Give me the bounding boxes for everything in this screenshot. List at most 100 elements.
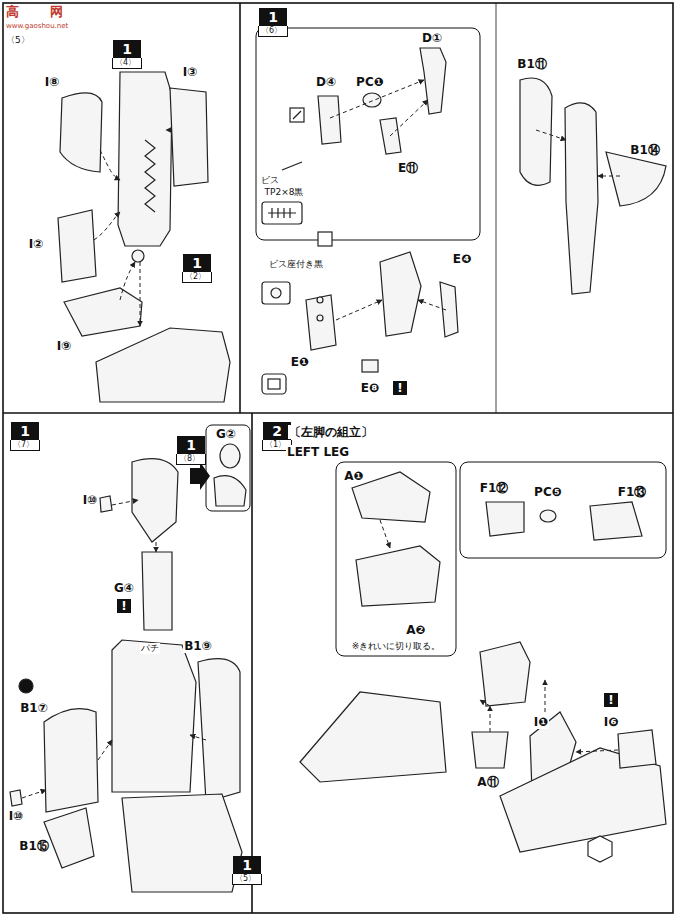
sub-step-number: 〈7〉 xyxy=(10,440,40,451)
part-outline xyxy=(545,680,546,712)
part-outline xyxy=(472,732,508,768)
sub-step-number: 〈8〉 xyxy=(176,454,206,465)
part-number: I③ xyxy=(182,65,199,79)
note-text: ※きれいに切り取る。 xyxy=(351,641,442,652)
part-outline xyxy=(122,794,242,892)
step-number: 1 xyxy=(113,40,141,58)
part-number: I⑩ xyxy=(82,493,99,507)
part-outline xyxy=(94,212,120,240)
part-outline xyxy=(239,3,241,413)
part-outline xyxy=(306,295,336,350)
part-outline xyxy=(520,78,552,185)
part-number: B1⑭ xyxy=(629,143,661,157)
part-outline xyxy=(142,552,172,630)
part-outline xyxy=(380,520,390,548)
step-badge: 1〈4〉 xyxy=(112,40,142,69)
part-outline xyxy=(170,88,208,186)
part-outline xyxy=(418,300,446,310)
part-outline xyxy=(3,412,673,414)
part-outline xyxy=(206,425,250,511)
part-outline xyxy=(256,28,480,240)
part-outline xyxy=(390,100,428,136)
part-outline xyxy=(496,3,497,413)
part-outline xyxy=(486,502,524,536)
part-number: D① xyxy=(421,31,443,45)
part-outline xyxy=(166,130,172,131)
part-number: B1⑮ xyxy=(18,839,50,853)
guide-arrows xyxy=(22,80,620,798)
step-badge: 1〈6〉 xyxy=(258,8,288,37)
part-drawings xyxy=(10,48,666,892)
part-outline xyxy=(356,546,440,606)
part-outline xyxy=(19,679,33,693)
part-outline xyxy=(22,790,46,798)
step-number: 1 xyxy=(259,8,287,26)
note-text: パチ xyxy=(140,643,160,654)
part-outline xyxy=(10,790,22,806)
part-number: PC❶ xyxy=(355,75,385,89)
part-outline xyxy=(190,735,206,740)
part-outline xyxy=(490,706,491,732)
step-number: 1 xyxy=(177,436,205,454)
caution-mark: ! xyxy=(393,381,407,395)
part-outline xyxy=(362,360,378,372)
part-outline xyxy=(606,152,666,206)
part-outline xyxy=(156,542,157,552)
part-outline xyxy=(420,48,446,114)
part-number: B1⑦ xyxy=(19,701,49,715)
part-number: A❷ xyxy=(405,623,426,637)
part-outline xyxy=(590,502,642,540)
part-outline xyxy=(198,659,240,802)
part-outline xyxy=(480,642,530,706)
part-outline xyxy=(480,700,490,706)
part-number: I⑩ xyxy=(8,809,25,823)
part-outline xyxy=(145,140,155,212)
part-number: G④ xyxy=(113,581,135,595)
caution-mark: ! xyxy=(604,693,618,707)
part-number: E❽ xyxy=(360,381,380,395)
part-number: D④ xyxy=(315,75,337,89)
part-number: I❻ xyxy=(603,715,620,729)
part-outline xyxy=(336,462,456,656)
part-outline xyxy=(317,315,323,321)
step-badge: 1〈7〉 xyxy=(10,422,40,451)
sub-step-number: 〈5〉 xyxy=(232,874,262,885)
panel-frame xyxy=(3,3,673,913)
step-number: 1 xyxy=(233,856,261,874)
part-outline xyxy=(440,282,458,337)
part-outline xyxy=(576,750,618,752)
part-outline xyxy=(58,210,96,282)
note-text: ビス座付き黒 xyxy=(268,259,324,270)
step-number: 1 xyxy=(11,422,39,440)
note-text: TP2×8黒 xyxy=(264,187,305,198)
part-outline xyxy=(98,740,112,760)
part-outline xyxy=(44,808,94,868)
part-number: B1⑨ xyxy=(183,639,213,653)
part-outline xyxy=(44,709,98,812)
caution-mark: ! xyxy=(117,599,131,613)
part-outline xyxy=(540,510,556,522)
part-outline xyxy=(268,379,280,389)
sub-step-number: 〈2〉 xyxy=(182,272,212,283)
part-outline xyxy=(140,262,141,326)
part-number: F1⑬ xyxy=(617,485,648,499)
part-outline xyxy=(112,500,138,505)
note-text: ビス xyxy=(260,175,280,186)
part-outline xyxy=(318,96,341,144)
part-outline xyxy=(460,462,666,558)
part-outline xyxy=(598,176,620,177)
part-outline xyxy=(112,640,196,792)
section-heading: 〔左脚の組立〕 xyxy=(288,425,374,439)
watermark: 高 xyxy=(5,5,20,19)
step-badge: 1〈8〉 xyxy=(176,436,206,465)
part-outline xyxy=(336,300,382,320)
step-badge: 1〈5〉 xyxy=(232,856,262,885)
part-outline xyxy=(214,476,246,506)
part-number: I❶ xyxy=(533,715,550,729)
part-outline xyxy=(588,836,612,862)
part-outline xyxy=(565,103,598,294)
part-number: B1⑪ xyxy=(516,57,548,71)
part-outline xyxy=(118,72,172,246)
part-outline xyxy=(363,93,381,107)
